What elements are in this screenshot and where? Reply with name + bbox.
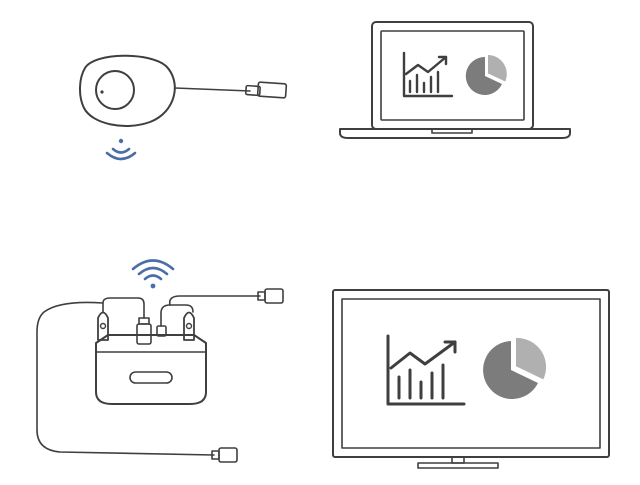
antenna-icon: [97, 311, 195, 341]
laptop-pie-chart-icon: [465, 55, 507, 95]
monitor-pie-chart-icon: [483, 337, 547, 399]
wifi-signal-icon: [131, 259, 175, 289]
receiver-box-icon: [95, 334, 207, 405]
transmitter-dongle-icon: [79, 54, 251, 127]
laptop-icon: [339, 21, 571, 139]
usb-plug-icon: [244, 81, 288, 99]
usb-plug-icon: [257, 288, 284, 304]
laptop-chart-glyph-icon: [402, 51, 454, 98]
receiver-cables: [36, 295, 261, 456]
wifi-signal-icon: [105, 138, 137, 161]
monitor-chart-glyph-icon: [386, 334, 466, 406]
usb-plug-icon: [211, 447, 238, 463]
monitor-icon: [332, 289, 610, 469]
